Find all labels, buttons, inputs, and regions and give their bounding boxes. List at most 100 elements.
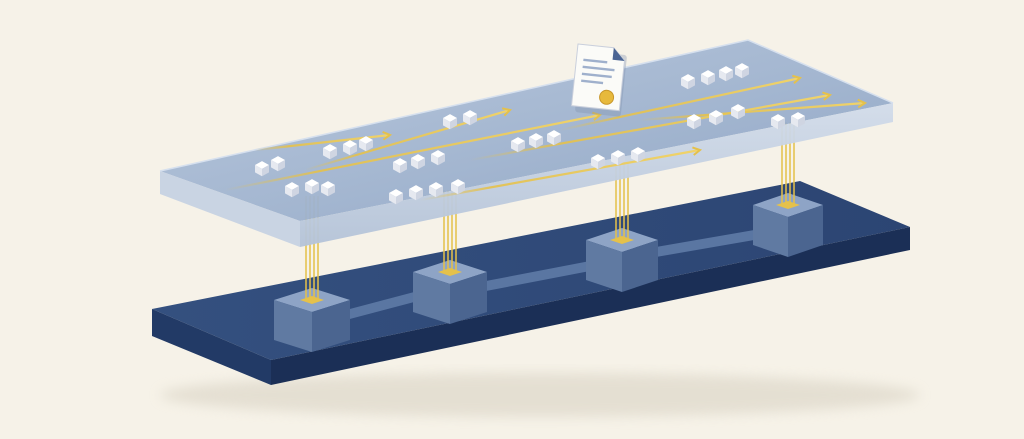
cube-right [778,118,785,130]
cube-left [321,185,328,197]
cube-left [529,137,536,149]
node-block-icon [753,193,823,257]
cube-left [463,114,470,126]
cube-right [618,154,625,166]
cube-top [681,74,695,82]
cube-right [688,78,695,90]
cube-right [798,116,805,128]
cube-left [731,108,738,120]
glass-layer-side [300,103,893,247]
cube-icon [389,189,403,205]
flow-lines [224,74,868,202]
cube-clusters [255,63,805,205]
cube-right [536,137,543,149]
flow-stroke [224,113,601,192]
cube-icon [343,140,357,156]
cube-icon [591,154,605,170]
cube-right [742,67,749,79]
node-block-icon [586,228,658,292]
document-line [581,79,604,85]
node-blocks [274,193,823,352]
cube-right [598,158,605,170]
cube-top [731,104,745,112]
cube-top [701,70,715,78]
cube-right [738,108,745,120]
cube-top [687,114,701,122]
document-line [581,72,612,79]
cube-right [312,183,319,195]
node-block-icon [413,260,487,324]
flow-stroke [639,101,866,122]
cube-icon [451,179,465,195]
node-right [622,240,658,292]
cube-icon [701,70,715,86]
base-slab-side [271,227,910,385]
cube-left [681,78,688,90]
cube-left [511,141,518,153]
cube-left [359,140,366,152]
cube-icon [321,181,335,197]
cube-icon [709,110,723,126]
node-links [346,229,760,320]
cube-right [716,114,723,126]
cube-left [305,183,312,195]
cube-top [771,114,785,122]
node-right [312,300,350,352]
cube-left [709,114,716,126]
flow-stroke [559,76,801,132]
seal-icon [599,89,615,105]
node-right [788,205,823,257]
cube-left [771,118,778,130]
cube-icon [443,114,457,130]
cube-icon [411,154,425,170]
document-line [582,65,615,72]
document-icon [570,43,627,117]
cube-left [429,186,436,198]
base-slab-front [152,309,271,385]
cube-left [431,154,438,166]
flow-line [559,74,803,132]
cube-left [411,158,418,170]
cube-right [328,185,335,197]
cube-left [451,183,458,195]
cube-icon [359,136,373,152]
cube-right [400,162,407,174]
cube-icon [511,137,525,153]
cube-icon [529,133,543,149]
cube-right [458,183,465,195]
cube-right [438,154,445,166]
cube-right [366,140,373,152]
cube-icon [323,144,337,160]
cube-icon [771,114,785,130]
cube-left [631,151,638,163]
document-fold [612,47,625,61]
cube-icon [393,158,407,174]
cube-icon [681,74,695,90]
cube-right [330,148,337,160]
cube-right [262,165,269,177]
flow-line [419,146,703,202]
cube-left [719,70,726,82]
cube-top [719,66,733,74]
flow-line [639,98,868,122]
node-left [753,205,788,257]
cube-left [393,162,400,174]
cube-right [518,141,525,153]
cube-icon [431,150,445,166]
cube-icon [719,66,733,82]
document-line [583,58,608,64]
cube-right [554,134,561,146]
cube-top [463,110,477,118]
cube-icon [271,156,285,172]
cube-left [687,118,694,130]
link-bar [486,261,590,291]
cube-right [638,151,645,163]
cube-icon [547,130,561,146]
node-left [413,272,450,324]
node-left [586,240,622,292]
cube-right [708,74,715,86]
cube-right [418,158,425,170]
cube-left [443,118,450,130]
cube-left [285,186,292,198]
